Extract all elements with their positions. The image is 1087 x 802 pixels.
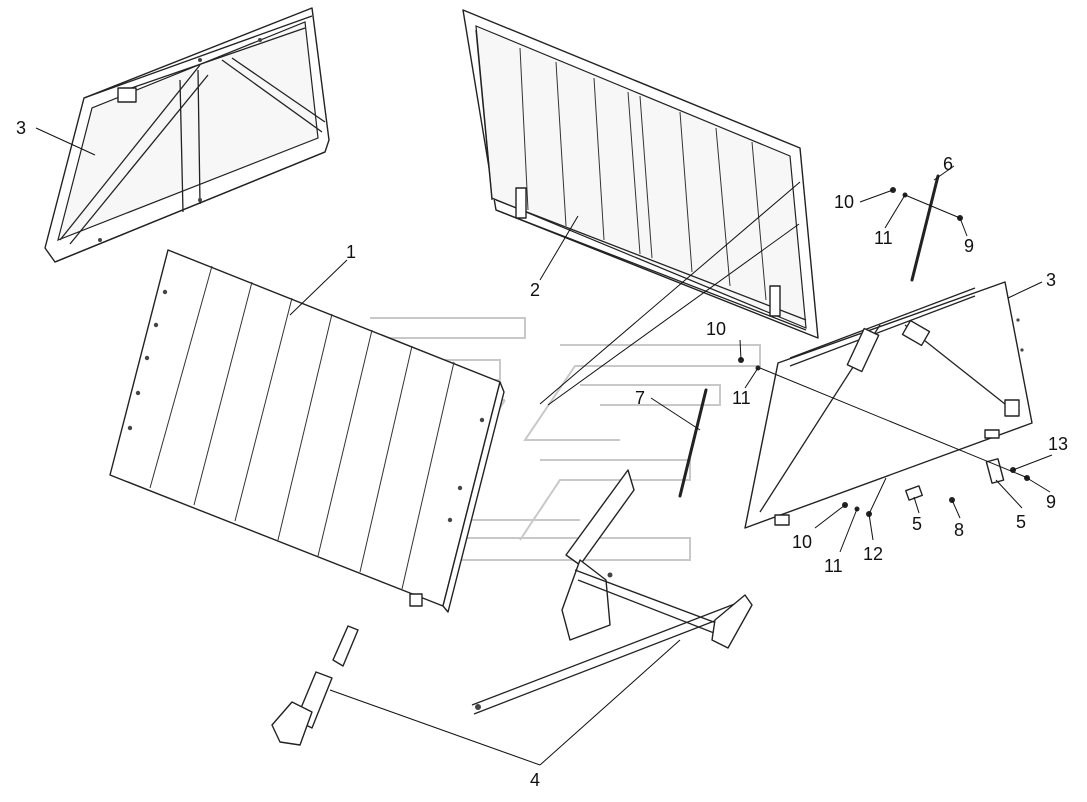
callout-11-bottom: 11	[824, 556, 843, 576]
callout-5-left: 5	[912, 514, 922, 534]
leader-lines	[35, 127, 1053, 766]
linkage-assembly	[471, 469, 753, 715]
callout-10-top: 10	[834, 192, 854, 212]
callout-1: 1	[346, 242, 356, 262]
floor-panel	[109, 249, 505, 613]
callout-2: 2	[530, 280, 540, 300]
callout-6: 6	[943, 154, 953, 174]
callout-labels: 3 1 2 3 6 10 11 9 10 11 7 13 9 5 5 8 10 …	[16, 118, 1068, 790]
rod-part-6	[910, 174, 940, 282]
callout-13: 13	[1048, 434, 1068, 454]
rod-part-7	[678, 388, 708, 498]
callout-10-bottom: 10	[792, 532, 812, 552]
callout-11-middle: 11	[732, 388, 751, 408]
callout-10-middle: 10	[706, 319, 726, 339]
side-frame-left	[44, 7, 330, 263]
callout-12: 12	[863, 544, 883, 564]
callout-3-left: 3	[16, 118, 26, 138]
callout-11-top: 11	[874, 228, 893, 248]
callout-7: 7	[635, 388, 645, 408]
callout-9-top: 9	[964, 236, 974, 256]
callout-8: 8	[954, 520, 964, 540]
callout-3-right: 3	[1046, 270, 1056, 290]
callout-9-bottom: 9	[1046, 492, 1056, 512]
callout-4: 4	[530, 770, 540, 790]
callout-5-right: 5	[1016, 512, 1026, 532]
rear-wall-panel	[462, 9, 819, 339]
side-panel-right	[744, 281, 1033, 529]
hydraulic-cylinder	[271, 625, 359, 746]
